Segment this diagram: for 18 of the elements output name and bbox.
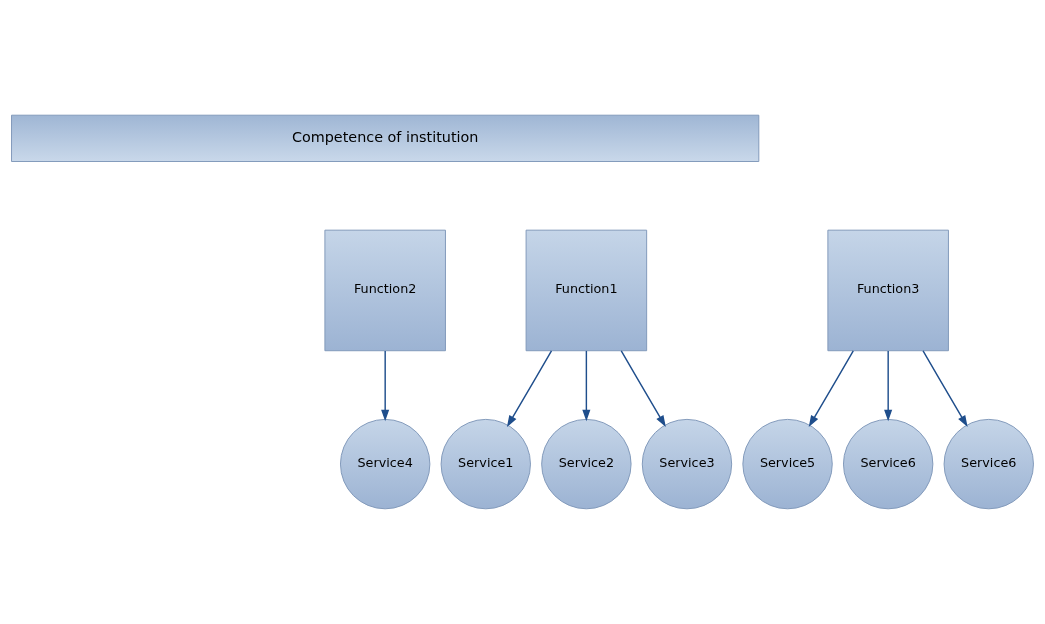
node-circle: Service5 — [742, 418, 833, 510]
node-circle: Service3 — [641, 418, 733, 510]
node-box: Competence of institution — [11, 114, 760, 162]
node-circle: Service6 — [843, 418, 934, 510]
node-box: Function3 — [827, 229, 949, 352]
node-circle: Service1 — [440, 418, 531, 510]
arrow — [808, 350, 854, 428]
node-box: Function2 — [324, 229, 446, 352]
node-circle: Service6 — [943, 418, 1034, 510]
arrow — [582, 350, 591, 422]
node-circle: Service4 — [339, 418, 431, 510]
arrow — [381, 350, 390, 422]
arrow — [922, 350, 968, 428]
arrow — [506, 350, 553, 428]
node-circle: Service2 — [541, 418, 632, 510]
node-box: Function1 — [525, 229, 648, 352]
arrow — [620, 350, 666, 428]
arrow — [884, 350, 893, 422]
